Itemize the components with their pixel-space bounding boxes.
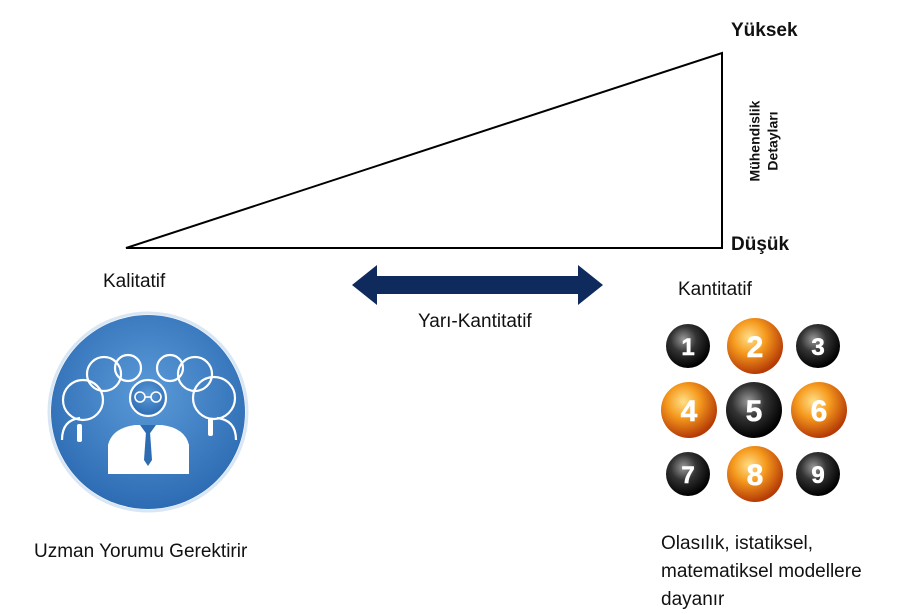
ball-number-8: 8 — [747, 459, 764, 492]
models-caption-line1: Olasılık, istatiksel, — [661, 533, 814, 554]
expert-opinion-caption: Uzman Yorumu Gerektirir — [34, 541, 248, 562]
number-ball-8 — [727, 446, 783, 502]
ball-number-3: 3 — [811, 334, 824, 361]
number-ball-1 — [666, 324, 710, 368]
number-ball-6 — [791, 382, 847, 438]
qualitative-label: Kalitatif — [103, 271, 166, 292]
detail-wedge — [125, 51, 723, 249]
scale-low-label: Düşük — [731, 234, 790, 255]
number-ball-2 — [727, 318, 783, 374]
ball-number-7: 7 — [681, 462, 694, 489]
number-ball-3 — [796, 324, 840, 368]
quantitative-label: Kantitatif — [678, 279, 752, 300]
axis-title: Mühendislik Detayları — [733, 86, 793, 196]
models-caption-line3: dayanır — [661, 589, 725, 610]
models-caption-line2: matematiksel modellere — [661, 561, 862, 582]
number-balls-icon: 1 2 3 4 5 6 7 8 9 — [661, 318, 847, 502]
axis-title-line1: Mühendislik — [746, 100, 762, 182]
number-ball-4 — [661, 382, 717, 438]
ball-number-9: 9 — [811, 462, 824, 489]
number-ball-7 — [666, 452, 710, 496]
axis-title-line2: Detayları — [764, 111, 780, 171]
ball-number-1: 1 — [681, 334, 694, 361]
ball-number-2: 2 — [747, 331, 764, 364]
scale-high-label: Yüksek — [731, 20, 798, 41]
number-ball-5 — [726, 382, 782, 438]
models-caption: Olasılık, istatiksel, matematiksel model… — [661, 530, 901, 614]
number-ball-9 — [796, 452, 840, 496]
ball-number-5: 5 — [746, 395, 763, 428]
double-arrow — [352, 265, 603, 305]
semi-quantitative-label: Yarı-Kantitatif — [418, 311, 532, 332]
ball-number-6: 6 — [811, 395, 828, 428]
ball-number-4: 4 — [681, 395, 698, 428]
expert-group-icon — [47, 311, 249, 513]
